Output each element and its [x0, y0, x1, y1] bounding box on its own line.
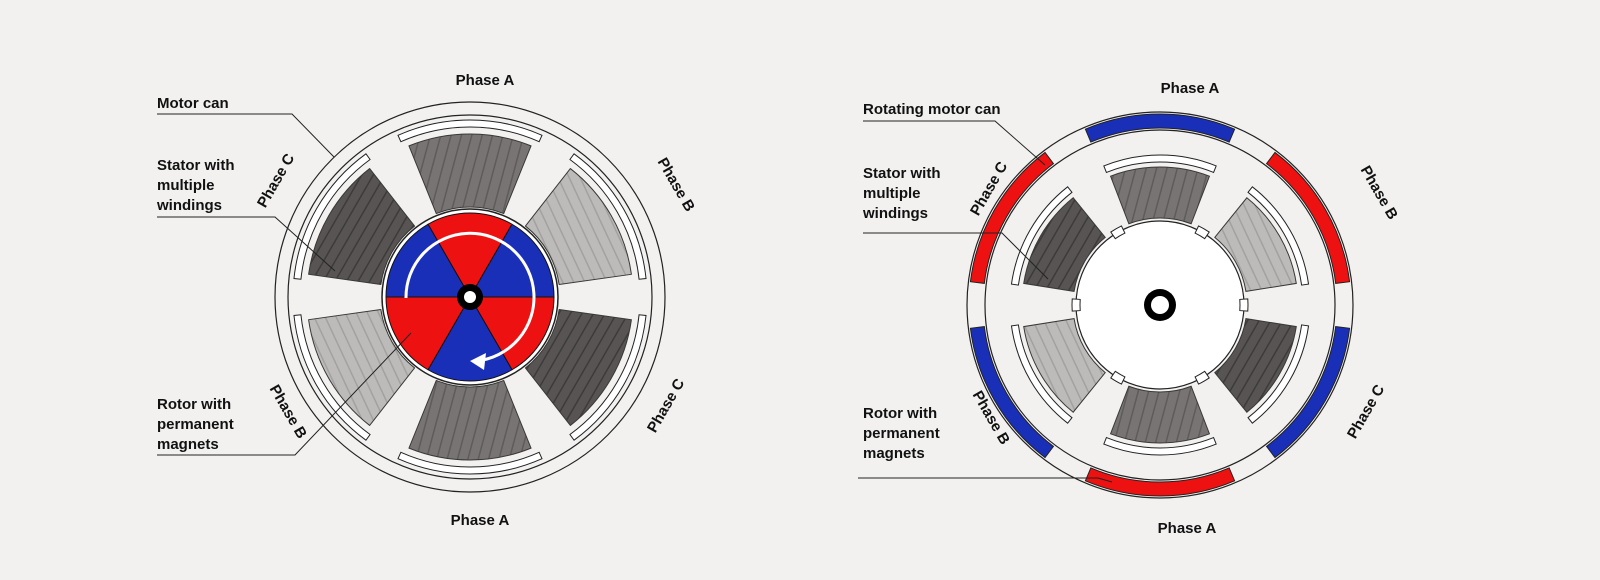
left-callouts: Motor can Stator with multiple windings … [156, 95, 412, 456]
callout-stator-line2: multiple [157, 177, 215, 194]
magnet-south [427, 296, 513, 382]
rotation-arrow-icon [404, 231, 536, 363]
motor-can-outer-ring [966, 111, 1354, 499]
callout-motor-can: Motor can [157, 95, 229, 112]
motor-can-inner-ring [984, 129, 1336, 481]
stator-tooth [1239, 298, 1249, 312]
callout-rotor-line3: magnets [863, 445, 925, 462]
stator-windings [1023, 166, 1297, 444]
shaft-bore [1151, 296, 1169, 314]
phase-label-a-top: Phase A [1161, 80, 1220, 97]
callout-rotor-line1: Rotor with [157, 396, 231, 413]
winding-phase-c-lower-right [1214, 318, 1297, 413]
magnet-south [469, 223, 555, 298]
magnet-south [1265, 326, 1351, 459]
callout-stator-line1: Stator with [157, 157, 235, 174]
stator-slot-rail [1103, 154, 1217, 174]
stator-windings [308, 133, 632, 461]
stator-slot-rail [569, 153, 647, 280]
winding-phase-c-upper-left [1023, 197, 1106, 292]
winding-phase-a-bottom [1109, 385, 1211, 444]
winding-phase-b-lower-left [1023, 318, 1106, 413]
callout-stator-line1: Stator with [863, 165, 941, 182]
stator-slot-rails [1010, 154, 1310, 456]
callout-rotor-line2: permanent [157, 416, 234, 433]
stator-slot-rail [1247, 186, 1310, 286]
winding-phase-a-top [408, 133, 532, 215]
inrunner-motor-diagram [274, 101, 666, 493]
phase-label-b-lower-left: Phase B [266, 382, 310, 442]
magnet-south [969, 326, 1055, 459]
winding-phase-c-upper-left [308, 168, 416, 285]
right-callouts: Rotating motor can Stator with multiple … [858, 101, 1113, 483]
leader-line [157, 113, 335, 158]
callout-stator-line3: windings [862, 205, 928, 222]
stator-slot-rail [293, 314, 371, 441]
stator-tooth [1110, 370, 1126, 385]
can-magnets [969, 113, 1351, 497]
outrunner-motor-diagram [966, 111, 1354, 499]
callout-rotating-motor-can: Rotating motor can [863, 101, 1001, 118]
rotation-arrowhead-icon [470, 353, 486, 370]
callout-rotor-line3: magnets [157, 436, 219, 453]
leader-line [858, 477, 1113, 483]
winding-phase-c-lower-right [524, 309, 632, 426]
stator-slot-rail [1010, 186, 1073, 286]
stator-slot-rails [293, 119, 647, 475]
phase-label-a-top: Phase A [456, 72, 515, 89]
phase-label-a-bottom: Phase A [451, 512, 510, 529]
leader-line [157, 216, 336, 272]
callout-stator-line3: windings [156, 197, 222, 214]
stator-tooth [1194, 225, 1210, 240]
stator-slot-rail [569, 314, 647, 441]
stator-tooth [1110, 225, 1126, 240]
magnet-north [1265, 151, 1351, 284]
callout-rotor-line2: permanent [863, 425, 940, 442]
stator-slot-rail [1103, 436, 1217, 456]
phase-label-b-upper-right: Phase B [654, 155, 698, 215]
magnet-south [1084, 113, 1236, 143]
stator-tooth [1071, 298, 1081, 312]
magnet-north [385, 296, 471, 371]
magnet-north [969, 151, 1055, 284]
winding-phase-a-bottom [408, 379, 532, 461]
phase-label-c-lower-right: Phase C [644, 376, 688, 436]
stator-tooth [1194, 370, 1210, 385]
winding-phase-b-upper-right [1214, 197, 1297, 292]
callout-rotor-line1: Rotor with [863, 405, 937, 422]
phase-label-c-lower-right: Phase C [1344, 382, 1388, 442]
stator-slot-rail [1010, 324, 1073, 424]
winding-phase-b-upper-right [524, 168, 632, 285]
winding-phase-a-top [1109, 166, 1211, 225]
stator-slot-rail [293, 153, 371, 280]
stator-slot-rail [397, 119, 543, 143]
stator-slot-rail [397, 451, 543, 475]
shaft-bore [464, 291, 476, 303]
callout-stator-line2: multiple [863, 185, 921, 202]
magnet-north [1084, 467, 1236, 497]
phase-label-a-bottom: Phase A [1158, 520, 1217, 537]
phase-label-c-upper-left: Phase C [254, 151, 298, 211]
magnet-north [427, 212, 513, 298]
leader-line [863, 120, 1046, 166]
leader-line [157, 332, 412, 456]
phase-label-b-upper-right: Phase B [1357, 163, 1401, 223]
leader-line [863, 232, 1049, 280]
winding-phase-b-lower-left [308, 309, 416, 426]
motor-can-outer-ring [274, 101, 666, 493]
stator-slot-rail [1247, 324, 1310, 424]
motor-can-inner-ring [287, 114, 653, 480]
